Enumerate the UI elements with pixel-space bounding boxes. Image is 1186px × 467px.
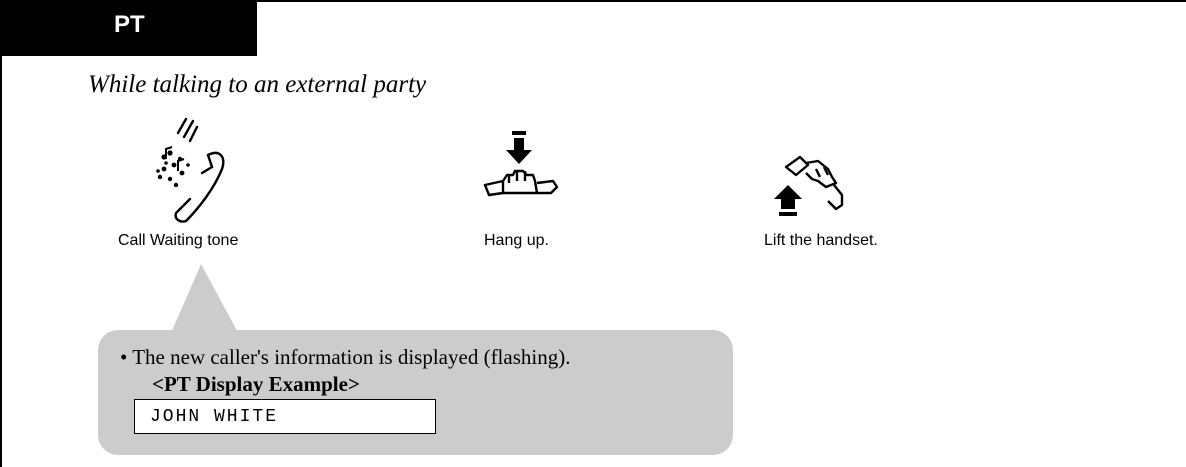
ringing-handset-icon <box>156 117 225 223</box>
note-bullet-text: • The new caller's information is displa… <box>120 345 571 369</box>
frame-left-rule <box>0 0 2 467</box>
frame-top-rule <box>0 0 1186 2</box>
lift-handset-icon <box>774 155 844 216</box>
pt-display-text: JOHN WHITE <box>150 407 279 427</box>
display-example-label: <PT Display Example> <box>152 372 360 396</box>
step-caption-lift-handset: Lift the handset. <box>764 232 878 249</box>
callout-pointer <box>168 264 242 340</box>
pt-display: JOHN WHITE <box>134 399 436 434</box>
section-tab: PT <box>2 2 257 56</box>
hang-up-icon <box>483 131 559 197</box>
note-callout <box>98 330 733 455</box>
section-tab-label: PT <box>114 11 145 38</box>
step-caption-call-waiting: Call Waiting tone <box>118 232 239 249</box>
step-caption-hang-up: Hang up. <box>484 232 549 249</box>
procedure-subtitle: While talking to an external party <box>88 71 427 98</box>
